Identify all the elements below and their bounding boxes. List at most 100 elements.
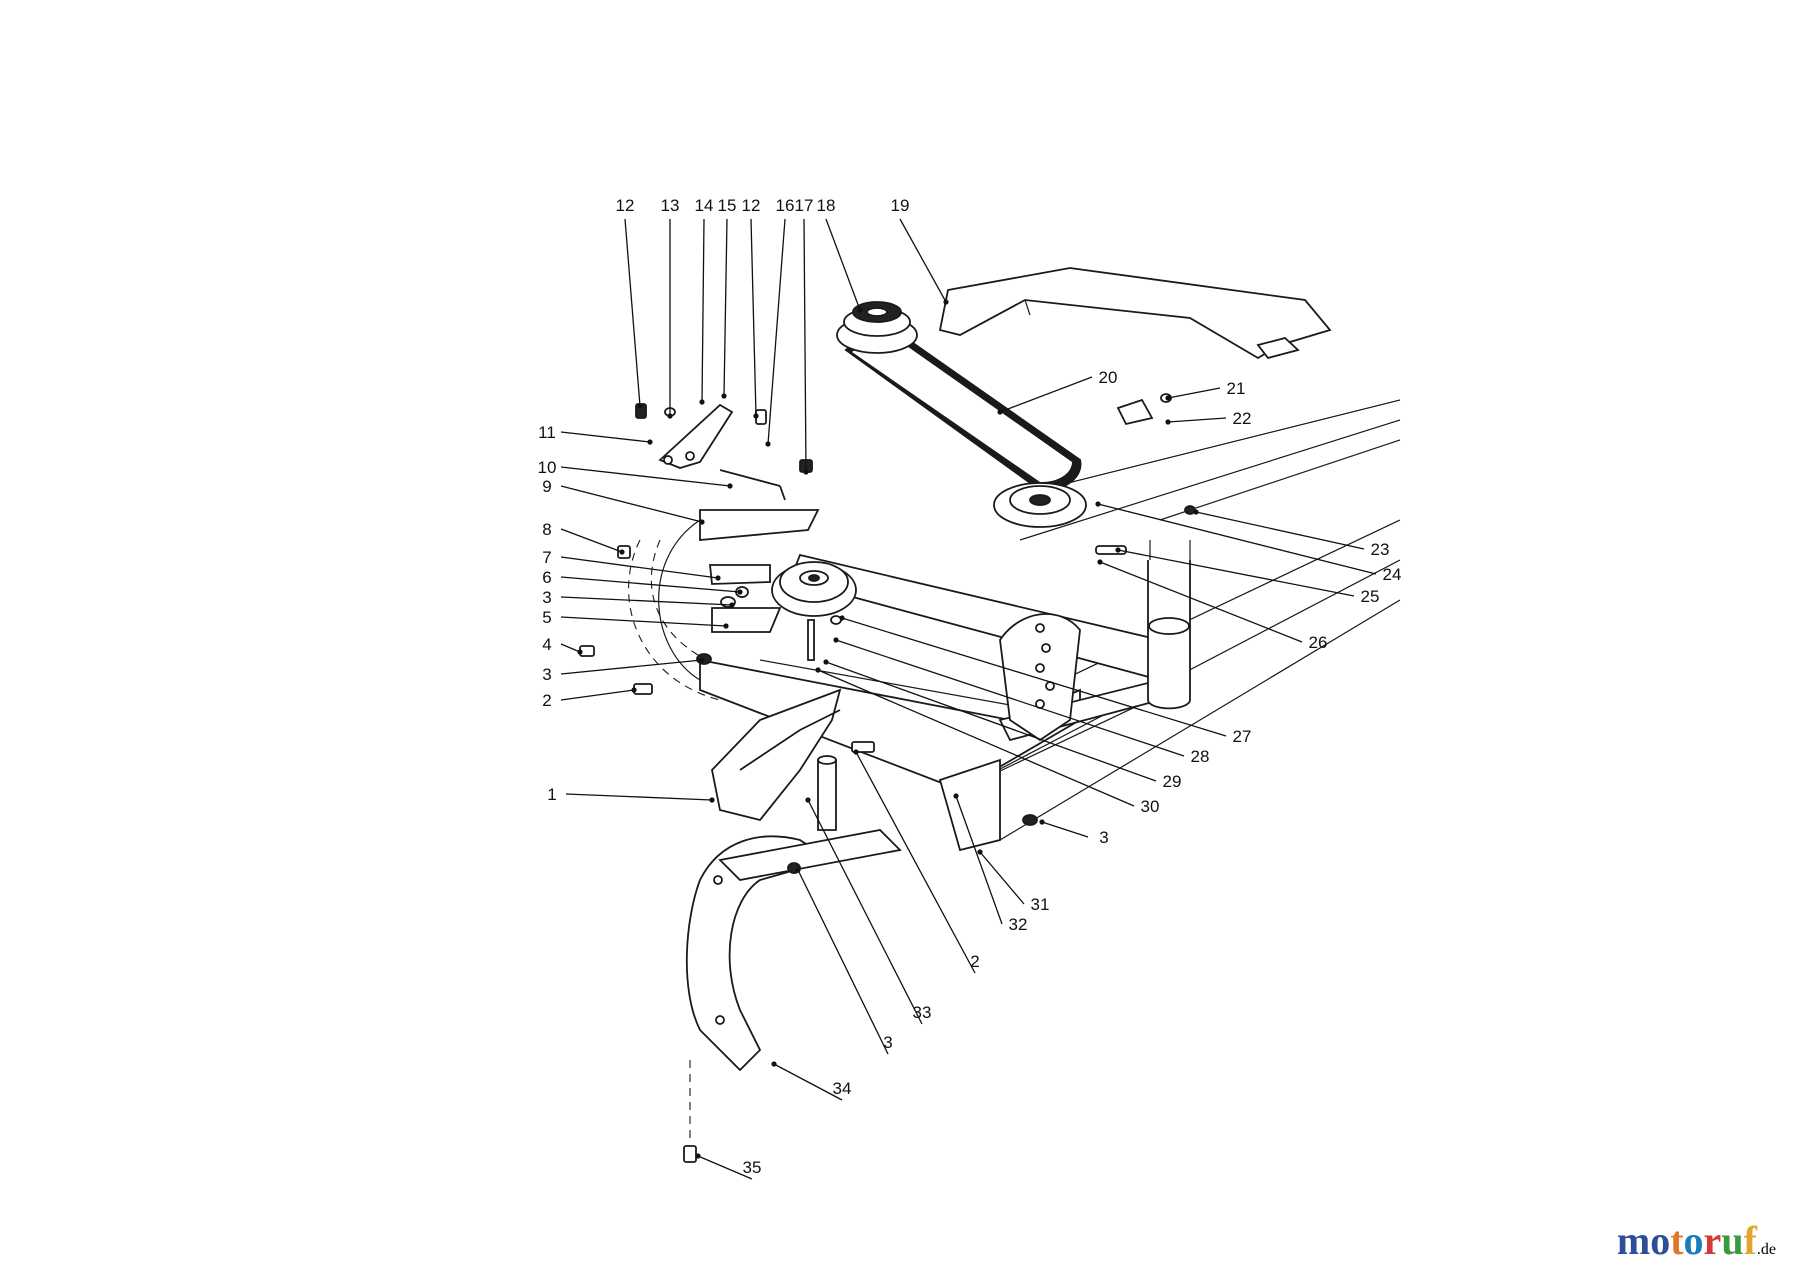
callout-number: 11 bbox=[538, 423, 556, 442]
callout-leader-line bbox=[565, 793, 713, 801]
mounting-bracket bbox=[699, 509, 820, 541]
callout-leader-line bbox=[624, 218, 641, 407]
callout-leader-dot bbox=[953, 793, 959, 799]
callout-leader-line bbox=[560, 528, 623, 553]
callout-c34: 34 bbox=[771, 1061, 852, 1101]
watermark-letter: m bbox=[1616, 1218, 1651, 1263]
callout-leader-dot bbox=[721, 393, 727, 399]
callout-leader-line bbox=[1195, 511, 1365, 550]
callout-number: 30 bbox=[1141, 797, 1160, 816]
belt-guard bbox=[938, 267, 1332, 360]
callout-leader-dot bbox=[771, 1061, 777, 1067]
callout-number: 5 bbox=[542, 608, 551, 627]
callout-number: 7 bbox=[542, 548, 551, 567]
callout-leader-dot bbox=[765, 441, 771, 447]
callout-number: 32 bbox=[1009, 915, 1028, 934]
callout-number: 4 bbox=[542, 635, 551, 654]
lower-pulley bbox=[993, 482, 1087, 528]
callout-leader-dot bbox=[647, 439, 653, 445]
callout-c22: 22 bbox=[1165, 409, 1251, 428]
callout-number: 6 bbox=[542, 568, 551, 587]
watermark-text: motoruf bbox=[1617, 1218, 1757, 1263]
callout-leader-line bbox=[1167, 387, 1221, 399]
callout-number: 28 bbox=[1191, 747, 1210, 766]
callout-leader-line bbox=[955, 795, 1003, 925]
callout-number: 21 bbox=[1227, 379, 1246, 398]
callout-number: 9 bbox=[542, 477, 551, 496]
callout-c32: 32 bbox=[953, 793, 1027, 934]
callout-leader-dot bbox=[727, 483, 733, 489]
callout-leader-dot bbox=[631, 687, 637, 693]
callout-number: 33 bbox=[913, 1003, 932, 1022]
callout-leader-dot bbox=[737, 589, 743, 595]
callout-leader-dot bbox=[699, 519, 705, 525]
callout-number: 26 bbox=[1309, 633, 1328, 652]
callout-leader-line bbox=[701, 218, 705, 403]
callout-leader-line bbox=[560, 431, 651, 443]
callout-c13: 13 bbox=[661, 196, 679, 419]
callout-leader-dot bbox=[805, 797, 811, 803]
idler-arm bbox=[658, 403, 734, 469]
callout-number: 29 bbox=[1163, 772, 1182, 791]
callout-c26: 26 bbox=[1097, 559, 1327, 652]
callout-leader-dot bbox=[1039, 819, 1045, 825]
callout-leader-dot bbox=[1165, 395, 1171, 401]
callout-leader-dot bbox=[695, 1153, 701, 1159]
callout-c24: 24 bbox=[1095, 501, 1401, 584]
callout-number: 2 bbox=[970, 952, 979, 971]
callout-c11: 11 bbox=[538, 423, 653, 445]
callout-leader-line bbox=[560, 616, 727, 627]
callout-leader-dot bbox=[839, 615, 845, 621]
callout-leader-dot bbox=[943, 299, 949, 305]
callout-leader-line bbox=[560, 643, 581, 653]
callout-leader-line bbox=[979, 851, 1025, 905]
callout-c18: 18 bbox=[817, 196, 863, 313]
callout-number: 8 bbox=[542, 520, 551, 539]
callout-c3d: 3 bbox=[795, 867, 893, 1055]
callout-c25: 25 bbox=[1115, 547, 1379, 606]
callout-c21: 21 bbox=[1165, 379, 1245, 401]
idler-pulley bbox=[771, 561, 857, 617]
spindle-tube bbox=[1147, 540, 1191, 710]
watermark-letter: u bbox=[1721, 1218, 1744, 1263]
callout-number: 2 bbox=[542, 691, 551, 710]
callout-c9: 9 bbox=[542, 477, 705, 525]
callout-leader-line bbox=[835, 639, 1185, 757]
watermark-letter: o bbox=[1683, 1218, 1704, 1263]
callout-number: 24 bbox=[1383, 565, 1402, 584]
callout-leader-line bbox=[825, 218, 861, 311]
callout-leader-line bbox=[773, 1063, 843, 1101]
callout-c3b: 3 bbox=[542, 657, 705, 684]
callout-leader-line bbox=[767, 218, 786, 445]
callout-leader-dot bbox=[667, 413, 673, 419]
callout-c2b: 2 bbox=[853, 749, 980, 974]
callout-leader-line bbox=[723, 218, 728, 397]
callout-number: 23 bbox=[1371, 540, 1390, 559]
callout-c15: 15 bbox=[718, 196, 736, 399]
callout-number: 25 bbox=[1361, 587, 1380, 606]
callout-leader-dot bbox=[709, 797, 715, 803]
callout-number: 10 bbox=[538, 458, 557, 477]
callout-leader-line bbox=[560, 466, 731, 487]
callout-number: 35 bbox=[743, 1158, 762, 1177]
callout-number: 20 bbox=[1099, 368, 1118, 387]
callout-leader-line bbox=[560, 659, 703, 675]
watermark-letter: o bbox=[1650, 1218, 1671, 1263]
callout-c17: 17 bbox=[795, 196, 813, 475]
callout-number: 12 bbox=[616, 196, 635, 215]
callout-c29: 29 bbox=[823, 659, 1181, 791]
callout-leader-line bbox=[841, 617, 1227, 737]
callout-number: 34 bbox=[833, 1079, 852, 1098]
callout-leader-line bbox=[803, 218, 807, 473]
callout-leader-dot bbox=[715, 575, 721, 581]
callout-leader-dot bbox=[1115, 547, 1121, 553]
callout-leader-dot bbox=[857, 307, 863, 313]
callout-leader-dot bbox=[1097, 559, 1103, 565]
callout-leader-line bbox=[1099, 561, 1303, 643]
side-plate bbox=[938, 758, 1001, 852]
callout-number: 3 bbox=[1099, 828, 1108, 847]
callout-leader-dot bbox=[729, 602, 735, 608]
callout-leader-dot bbox=[1193, 509, 1199, 515]
